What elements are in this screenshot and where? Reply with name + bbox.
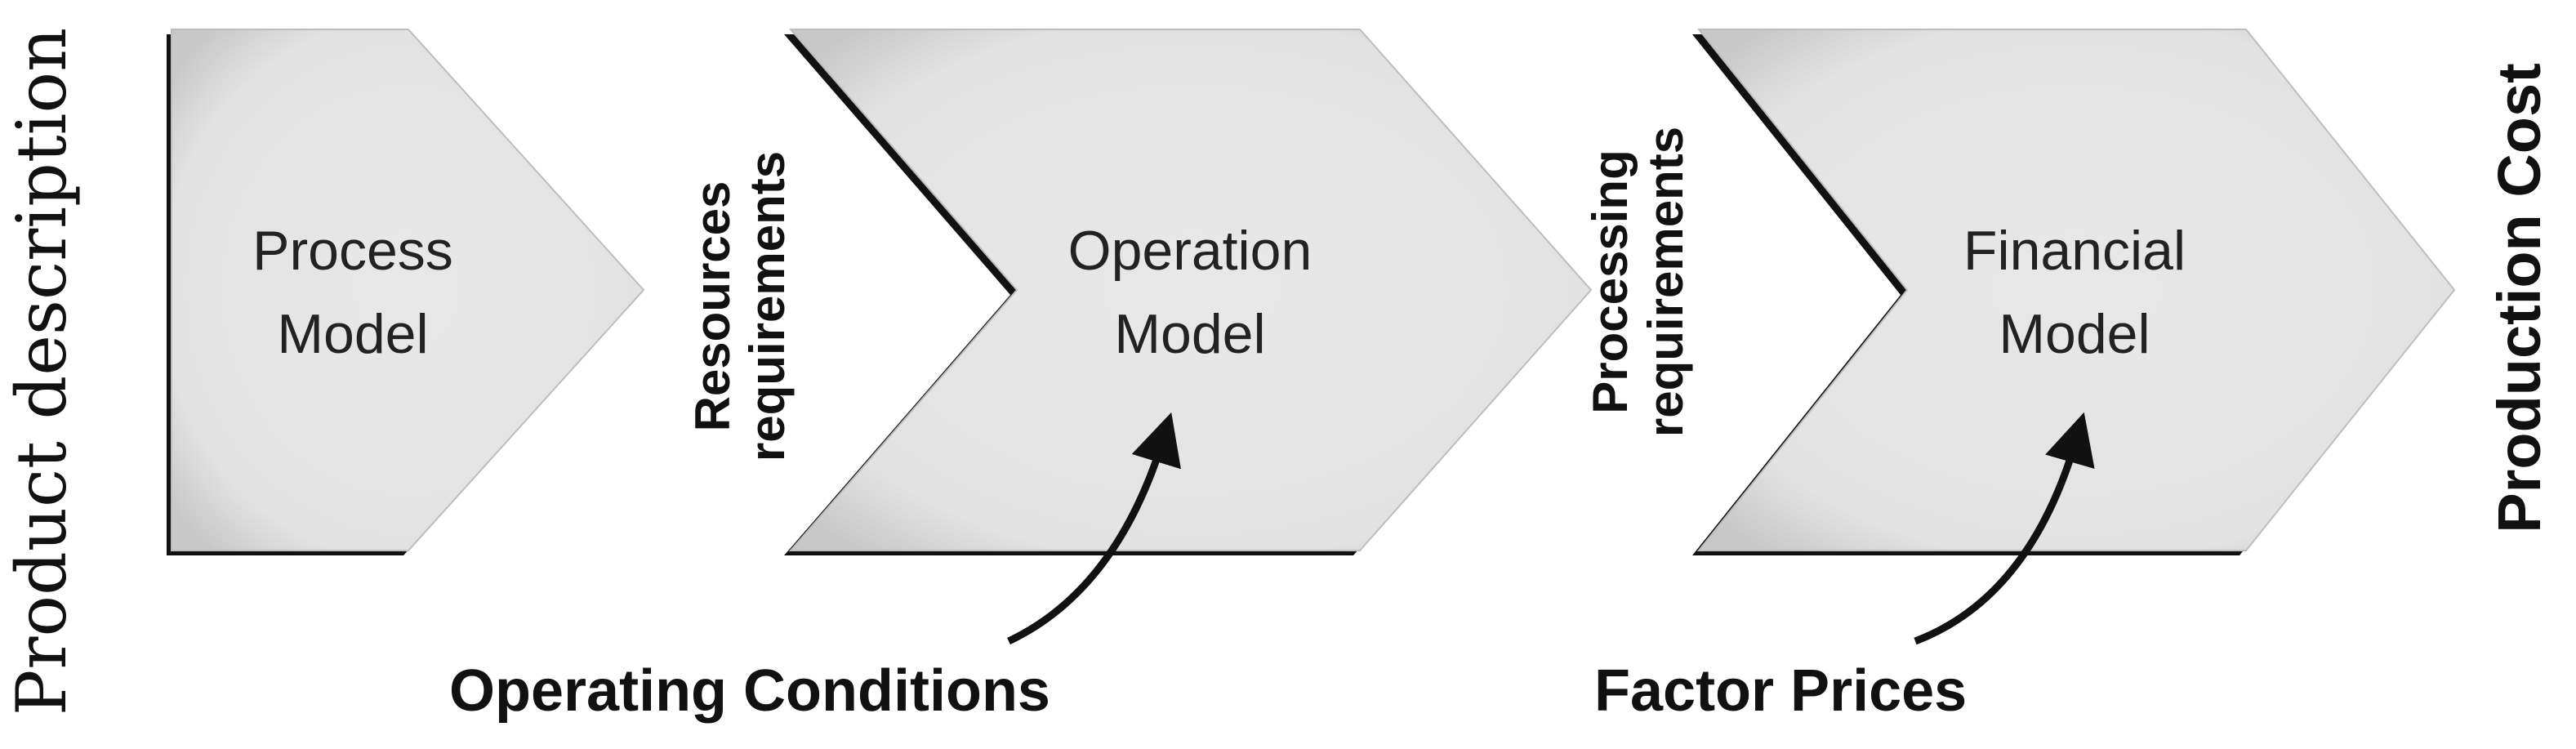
financial-model-label-line2: Model xyxy=(1999,303,2150,365)
output-label: Production Cost xyxy=(2485,63,2553,533)
operating-conditions-label: Operating Conditions xyxy=(449,658,1050,724)
resources-requirements-label-line2: requirements xyxy=(740,151,795,461)
operation-model-label-line1: Operation xyxy=(1068,220,1313,282)
processing-requirements-label-line1: Processing xyxy=(1583,149,1638,413)
financial-model-label-line1: Financial xyxy=(1963,220,2186,282)
factor-prices-arrow xyxy=(1914,412,2095,645)
financial-model-block: Financial Model xyxy=(1692,29,2456,555)
factor-prices-label: Factor Prices xyxy=(1594,658,1967,724)
processing-requirements-label-line2: requirements xyxy=(1638,127,1693,437)
operation-model-label-line2: Model xyxy=(1114,303,1265,365)
resources-requirements-label-line1: Resources xyxy=(685,181,740,432)
process-model-label-line2: Model xyxy=(277,303,428,365)
process-model-label-line1: Process xyxy=(252,220,453,282)
operation-model-block: Operation Model xyxy=(784,29,1593,555)
input-label: Product description xyxy=(2,28,82,716)
process-model-block: Process Model xyxy=(167,29,645,555)
operating-conditions-arrow xyxy=(1007,412,1181,645)
